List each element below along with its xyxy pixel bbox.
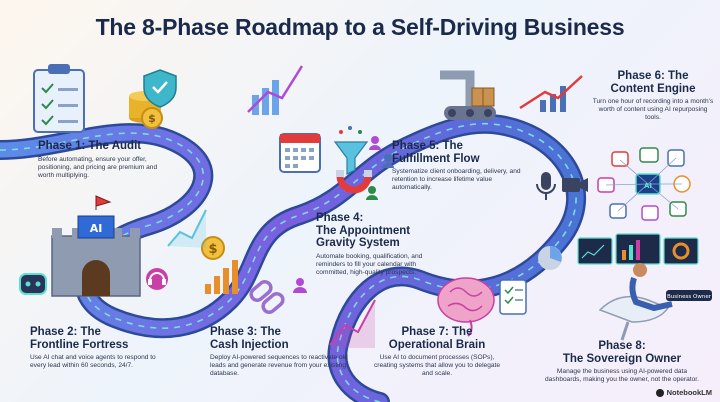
phase-7-heading-line-2: Operational Brain bbox=[388, 338, 486, 351]
phase-1-heading: Phase 1: The Audit bbox=[38, 140, 142, 152]
phase-8-body: Manage the business using AI-powered dat… bbox=[545, 368, 699, 383]
castle-ai-label: AI bbox=[90, 222, 103, 235]
magnet-icon bbox=[336, 170, 372, 194]
sales-chart-icon bbox=[329, 299, 376, 348]
svg-text:$: $ bbox=[208, 242, 217, 257]
owner-tag-bg bbox=[666, 290, 712, 301]
owner-in-chair-icon bbox=[598, 263, 673, 341]
phase-7-heading-line-1: Phase 7: The bbox=[401, 326, 473, 338]
winding-road bbox=[0, 113, 587, 402]
phase-8-heading-line-1: Phase 8: bbox=[598, 340, 646, 352]
castle-icon bbox=[51, 195, 141, 297]
phase-6-heading-line-1: Phase 6: The bbox=[617, 70, 689, 82]
phase-3-heading-line-2: Cash Injection bbox=[210, 338, 289, 351]
phase-5-heading-line-1: Phase 5: The bbox=[392, 140, 463, 152]
phase-3-heading-line-1: Phase 3: The bbox=[210, 326, 281, 338]
growth-chart-icon bbox=[247, 65, 304, 115]
phase-2-heading-line-2: Frontline Fortress bbox=[30, 338, 129, 351]
phase-4-heading-line-2: The Appointment bbox=[316, 224, 411, 237]
users-icon bbox=[293, 278, 307, 293]
phase-4-heading-line-1: Phase 4: bbox=[316, 212, 364, 224]
microphone-icon bbox=[536, 172, 556, 200]
trend-chart-icon bbox=[167, 209, 207, 248]
content-icons-cluster bbox=[597, 147, 691, 221]
phase-2-heading-line-1: Phase 2: The bbox=[30, 326, 101, 338]
page-title: The 8-Phase Roadmap to a Self-Driving Bu… bbox=[95, 14, 625, 40]
brain-icon bbox=[437, 277, 495, 337]
clipboard-icon bbox=[33, 64, 85, 133]
funnel-icon bbox=[333, 126, 369, 175]
sop-document-icon bbox=[499, 279, 527, 315]
video-camera-icon bbox=[562, 178, 588, 192]
watermark-label: NotebookLM bbox=[666, 388, 712, 397]
headset-icon bbox=[146, 268, 168, 290]
dashboard-screens-icon bbox=[577, 233, 699, 265]
robot-icon bbox=[19, 273, 47, 295]
svg-text:$: $ bbox=[148, 112, 156, 125]
phase-8-card: Phase 8:The Sovereign Owner Manage the b… bbox=[540, 340, 704, 384]
revenue-bars-icon bbox=[205, 260, 238, 294]
upward-chart-icon bbox=[519, 75, 583, 112]
phase-2-body: Use AI chat and voice agents to respond … bbox=[30, 354, 156, 369]
chain-link-icon bbox=[249, 280, 285, 314]
pie-chart-icon bbox=[538, 246, 562, 270]
dollar-coin-icon: $ bbox=[201, 236, 225, 260]
phase-4-body: Automate booking, qualification, and rem… bbox=[316, 252, 423, 276]
notebooklm-logo-icon bbox=[655, 388, 664, 397]
phase-5-body: Systematize client onboarding, delivery,… bbox=[392, 168, 521, 191]
conveyor-icon bbox=[440, 70, 496, 120]
phase-5-heading-line-2: Fulfillment Flow bbox=[392, 152, 480, 165]
owner-tag-label: Business Owner bbox=[667, 294, 712, 300]
notebooklm-watermark: NotebookLM bbox=[655, 388, 712, 397]
phase-6-heading-line-2: Content Engine bbox=[610, 82, 696, 95]
phase-4-heading-line-3: Gravity System bbox=[316, 237, 400, 249]
content-ai-chip-label: AI bbox=[644, 182, 652, 190]
phase-1-card: Phase 1: The Audit Before automating, en… bbox=[38, 140, 168, 180]
phase-7-body: Use AI to document processes (SOPs), cre… bbox=[373, 354, 501, 377]
shield-check-icon bbox=[143, 69, 177, 108]
prospects-icon bbox=[366, 136, 394, 200]
calendar-icon bbox=[279, 133, 321, 173]
phase-6-body: Turn one hour of recording into a month'… bbox=[592, 98, 714, 121]
phase-1-body: Before automating, ensure your offer, po… bbox=[38, 155, 158, 179]
phase-8-heading-line-2: The Sovereign Owner bbox=[562, 352, 682, 365]
phase-3-body: Deploy AI-powered sequences to reactivat… bbox=[210, 354, 348, 377]
phase-8-heading: Phase 8:The Sovereign Owner bbox=[540, 340, 704, 365]
